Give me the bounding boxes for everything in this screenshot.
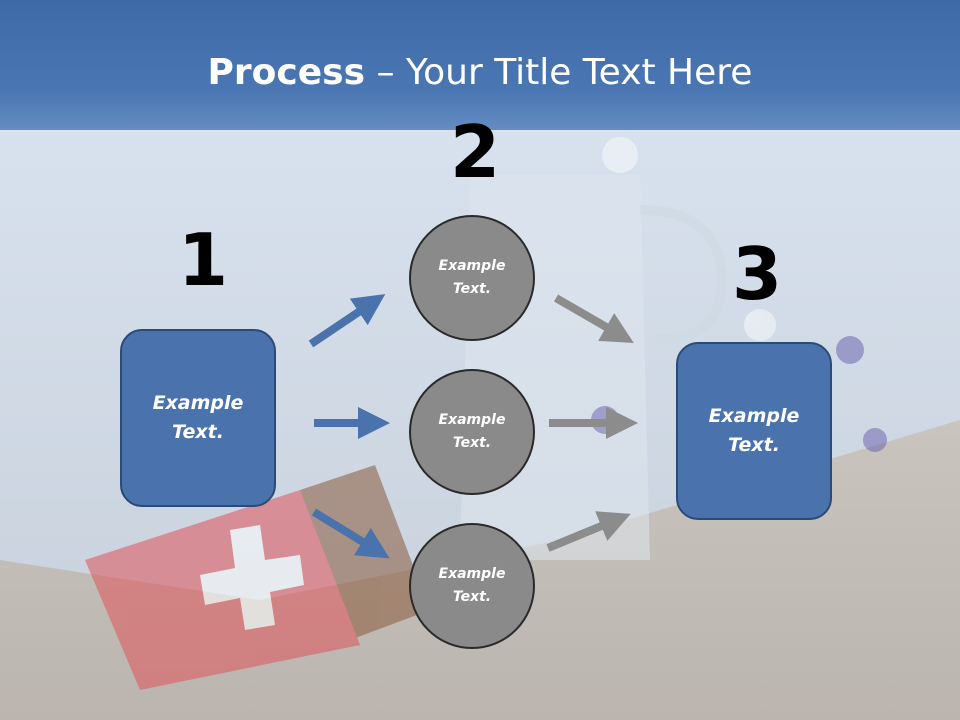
step-2-circle-middle[interactable]: Example Text. [409, 369, 535, 495]
step-3-label: Example Text. [708, 405, 800, 456]
circle-top-label: Example Text. [438, 258, 506, 297]
arrow-1-to-2-bottom [311, 508, 390, 559]
arrow-2-to-3-top [553, 294, 634, 344]
slide-title: Process – Your Title Text Here [0, 52, 960, 93]
step-2-circle-top[interactable]: Example Text. [409, 215, 535, 341]
circle-middle-label: Example Text. [438, 412, 506, 451]
step-number-1: 1 [178, 218, 229, 302]
arrow-2-to-3-bottom [546, 511, 631, 552]
arrow-1-to-2-top [308, 294, 386, 348]
step-1-label: Example Text. [152, 392, 244, 443]
step-number-3: 3 [732, 232, 783, 316]
title-rest: – Your Title Text Here [365, 52, 753, 93]
title-bold: Process [207, 52, 366, 93]
step-2-circle-bottom[interactable]: Example Text. [409, 523, 535, 649]
circle-bottom-label: Example Text. [438, 566, 506, 605]
title-bar [0, 0, 960, 130]
step-number-2: 2 [450, 110, 501, 194]
step-1-box[interactable]: Example Text. [120, 329, 276, 507]
step-3-box[interactable]: Example Text. [676, 342, 832, 520]
